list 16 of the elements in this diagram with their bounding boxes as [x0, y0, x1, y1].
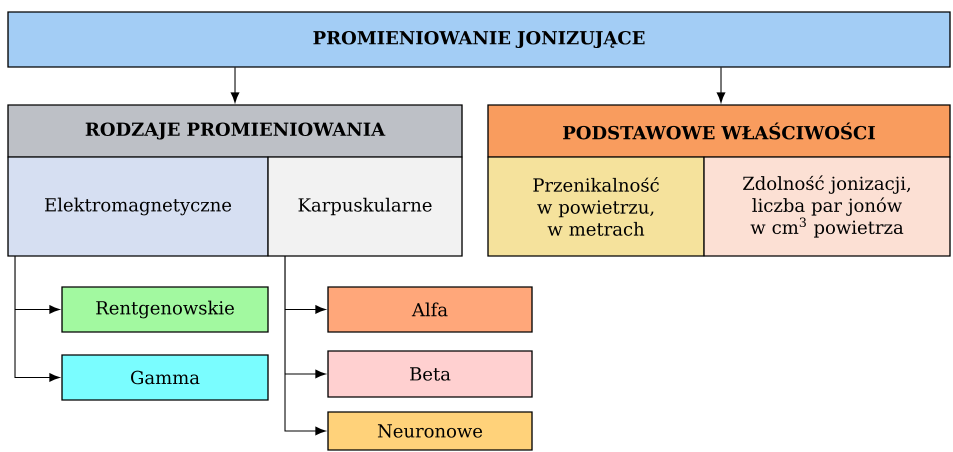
header-box: RODZAJE PROMIENIOWANIA: [7, 104, 463, 158]
arrow: [716, 68, 726, 103]
type-box: Gamma: [61, 354, 269, 401]
title-box: PROMIENIOWANIE JONIZUJĄCE: [7, 11, 951, 68]
header-box: PODSTAWOWE WŁAŚCIWOŚCI: [487, 104, 951, 158]
arrow: [14, 256, 60, 382]
property-cell: Zdolność jonizacji, liczba par jonów w cm$^{3}$ powietrza: [703, 156, 951, 257]
category-cell: Karpuskularne: [267, 156, 463, 257]
type-box: Neuronowe: [327, 411, 533, 451]
category-cell: Elektromagnetyczne: [7, 156, 269, 257]
type-box: Rentgenowskie: [61, 286, 269, 333]
type-box: Alfa: [327, 286, 533, 333]
property-cell: Przenikalność w powietrzu, w metrach: [487, 156, 705, 257]
arrow: [230, 68, 240, 103]
arrow: [284, 256, 326, 436]
type-box: Beta: [327, 350, 533, 398]
